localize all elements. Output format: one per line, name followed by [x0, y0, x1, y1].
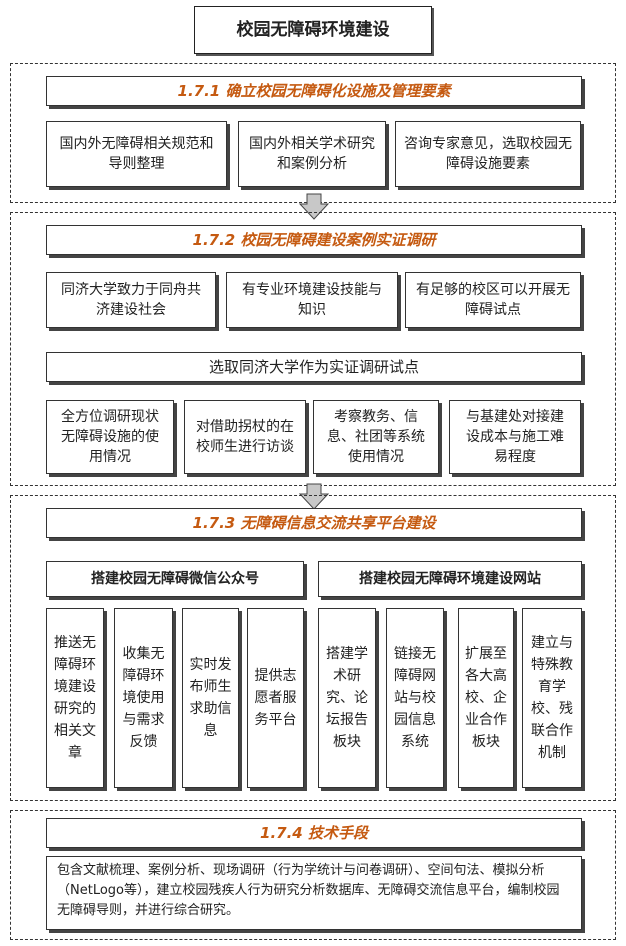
s3-website-item-4-text: 建立与特殊教育学校、残联合作机制: [531, 635, 573, 761]
s2-task-3-text: 考察教务、信息、社团等系统使用情况: [327, 409, 425, 465]
s2-reason-1: 同济大学致力于同舟共济建设社会: [46, 272, 216, 328]
s3-wechat-item-4-text: 提供志愿者服务平台: [254, 668, 297, 728]
s2-task-1: 全方位调研现状无障碍设施的使用情况: [46, 400, 174, 474]
s2-task-1-text: 全方位调研现状无障碍设施的使用情况: [61, 409, 159, 465]
down-arrow-icon: [298, 483, 330, 510]
s1-item-2-text: 国内外相关学术研究和案例分析: [249, 136, 375, 172]
s3-website-item-4: 建立与特殊教育学校、残联合作机制: [522, 608, 582, 788]
s3-website-item-1: 搭建学术研究、论坛报告板块: [318, 608, 376, 788]
page-title-text: 校园无障碍环境建设: [236, 20, 390, 40]
s2-choice-text: 选取同济大学作为实证调研试点: [208, 358, 419, 376]
s3-website-header-text: 搭建校园无障碍环境建设网站: [359, 571, 541, 587]
s3-wechat-header: 搭建校园无障碍微信公众号: [46, 561, 304, 597]
section-1-header: 1.7.1 确立校园无障碍化设施及管理要素: [46, 76, 582, 106]
s2-task-4: 与基建处对接建设成本与施工难易程度: [449, 400, 581, 474]
down-arrow-icon: [298, 193, 330, 220]
s3-website-item-1-text: 搭建学术研究、论坛报告板块: [326, 646, 368, 750]
s3-wechat-item-1: 推送无障碍环境建设研究的相关文章: [46, 608, 104, 788]
section-4-container: [10, 810, 616, 940]
s3-wechat-item-4: 提供志愿者服务平台: [247, 608, 304, 788]
section-3-header: 1.7.3 无障碍信息交流共享平台建设: [46, 508, 582, 538]
s1-item-3-text: 咨询专家意见，选取校园无障碍设施要素: [404, 136, 572, 172]
s1-item-2: 国内外相关学术研究和案例分析: [238, 121, 386, 187]
s3-website-header: 搭建校园无障碍环境建设网站: [318, 561, 582, 597]
s1-item-1-text: 国内外无障碍相关规范和导则整理: [59, 136, 214, 172]
s3-wechat-item-3: 实时发布师生求助信息: [182, 608, 239, 788]
s2-reason-2: 有专业环境建设技能与知识: [226, 272, 398, 328]
s2-reason-1-text: 同济大学致力于同舟共济建设社会: [61, 282, 201, 318]
s3-wechat-header-text: 搭建校园无障碍微信公众号: [91, 571, 259, 587]
section-4-header: 1.7.4 技术手段: [46, 818, 582, 848]
section-4-header-text: 1.7.4 技术手段: [260, 824, 368, 842]
s2-reason-3-text: 有足够的校区可以开展无障碍试点: [416, 282, 570, 318]
s2-task-4-text: 与基建处对接建设成本与施工难易程度: [466, 409, 564, 465]
section-2-header-text: 1.7.2 校园无障碍建设案例实证调研: [192, 231, 436, 249]
s2-reason-2-text: 有专业环境建设技能与知识: [242, 282, 382, 318]
s3-website-item-2: 链接无障碍网站与校园信息系统: [386, 608, 444, 788]
s2-task-3: 考察教务、信息、社团等系统使用情况: [313, 400, 439, 474]
s2-task-2-text: 对借助拐杖的在校师生进行访谈: [196, 419, 294, 455]
s3-wechat-item-2-text: 收集无障碍环境使用与需求反馈: [122, 646, 165, 750]
s1-item-1: 国内外无障碍相关规范和导则整理: [46, 121, 227, 187]
s1-item-3: 咨询专家意见，选取校园无障碍设施要素: [395, 121, 581, 187]
s3-wechat-item-1-text: 推送无障碍环境建设研究的相关文章: [54, 635, 96, 761]
s3-website-item-3: 扩展至各大高校、企业合作板块: [458, 608, 514, 788]
page-title: 校园无障碍环境建设: [194, 6, 432, 54]
s2-reason-3: 有足够的校区可以开展无障碍试点: [405, 272, 581, 328]
s2-choice: 选取同济大学作为实证调研试点: [46, 352, 582, 382]
s4-description-text: 包含文献梳理、案例分析、现场调研（行为学统计与问卷调研）、空间句法、模拟分析（N…: [57, 863, 560, 918]
s3-website-item-2-text: 链接无障碍网站与校园信息系统: [394, 646, 436, 750]
section-2-header: 1.7.2 校园无障碍建设案例实证调研: [46, 225, 582, 255]
s3-website-item-3-text: 扩展至各大高校、企业合作板块: [465, 646, 507, 750]
s3-wechat-item-3-text: 实时发布师生求助信息: [189, 657, 232, 739]
s3-wechat-item-2: 收集无障碍环境使用与需求反馈: [114, 608, 173, 788]
section-3-header-text: 1.7.3 无障碍信息交流共享平台建设: [192, 514, 436, 532]
s2-task-2: 对借助拐杖的在校师生进行访谈: [184, 400, 306, 474]
section-1-header-text: 1.7.1 确立校园无障碍化设施及管理要素: [177, 82, 451, 100]
section-3-container: [10, 495, 616, 801]
s4-description: 包含文献梳理、案例分析、现场调研（行为学统计与问卷调研）、空间句法、模拟分析（N…: [46, 856, 582, 930]
